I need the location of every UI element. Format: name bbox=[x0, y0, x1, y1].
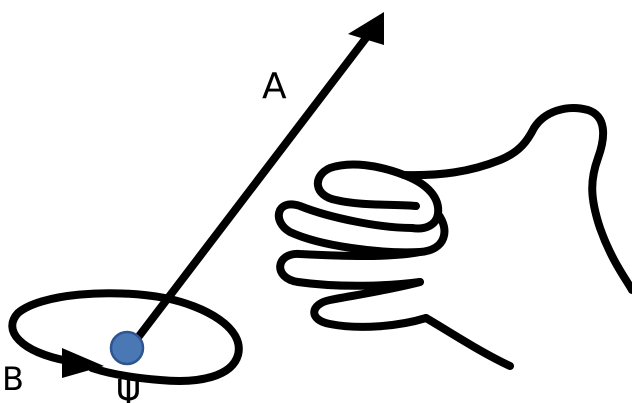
label-a: A bbox=[262, 66, 287, 107]
point-marker bbox=[109, 330, 145, 366]
vector-a-line bbox=[126, 34, 370, 352]
label-psi: ψ bbox=[116, 365, 141, 403]
label-b: B bbox=[2, 360, 24, 398]
vector-a-arrow-head-icon bbox=[348, 12, 384, 45]
loop-arrow-head-icon bbox=[62, 348, 104, 378]
circulation-loop bbox=[8, 289, 243, 385]
thumbs-up-hand-icon bbox=[274, 104, 632, 370]
